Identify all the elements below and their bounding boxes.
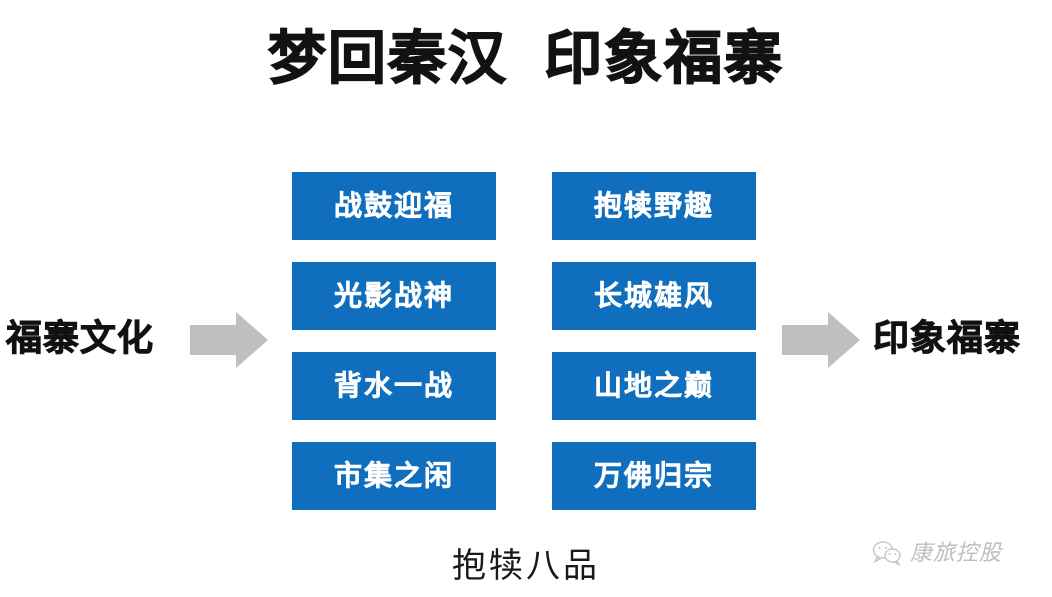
flow-input-label: 福寨文化 — [6, 317, 155, 359]
page-title: 梦回秦汉 印象福寨 — [267, 25, 785, 91]
process-box[interactable]: 万佛归宗 — [552, 442, 756, 510]
watermark-label: 康旅控股 — [910, 540, 1003, 565]
right-box-column: 抱犊野趣 长城雄风 山地之巅 万佛归宗 — [552, 172, 756, 510]
arrow-head — [828, 312, 860, 368]
process-box[interactable]: 光影战神 — [292, 262, 496, 330]
arrow-shaft — [782, 325, 830, 355]
wechat-icon — [872, 540, 902, 567]
process-box[interactable]: 战鼓迎福 — [292, 172, 496, 240]
process-box-label: 山地之巅 — [593, 370, 714, 402]
arrow-shaft — [190, 325, 238, 355]
process-box-label: 光影战神 — [333, 280, 454, 312]
process-box-label: 万佛归宗 — [593, 460, 714, 492]
process-box-label: 战鼓迎福 — [333, 190, 454, 222]
process-box[interactable]: 长城雄风 — [552, 262, 756, 330]
watermark: 康旅控股 — [872, 540, 1003, 567]
process-box[interactable]: 市集之闲 — [292, 442, 496, 510]
left-box-column: 战鼓迎福 光影战神 背水一战 市集之闲 — [292, 172, 496, 510]
arrow-right-icon — [782, 312, 860, 368]
process-box-label: 市集之闲 — [333, 460, 454, 492]
process-box-label: 抱犊野趣 — [593, 190, 714, 222]
arrow-head — [236, 312, 268, 368]
flow-output-label: 印象福寨 — [873, 317, 1022, 359]
process-box-label: 背水一战 — [333, 370, 454, 402]
process-box[interactable]: 山地之巅 — [552, 352, 756, 420]
arrow-right-icon — [190, 312, 268, 368]
process-box[interactable]: 背水一战 — [292, 352, 496, 420]
process-box[interactable]: 抱犊野趣 — [552, 172, 756, 240]
slide-caption: 抱犊八品 — [452, 547, 600, 585]
process-box-label: 长城雄风 — [593, 280, 714, 312]
